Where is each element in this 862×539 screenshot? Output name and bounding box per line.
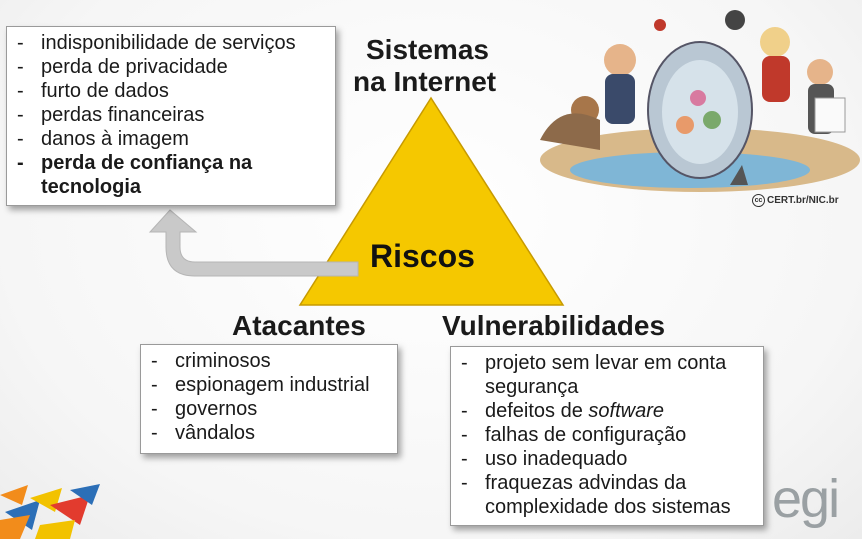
cartoon-illustration (540, 10, 860, 192)
center-label: Riscos (370, 238, 475, 274)
list-item: perda de privacidade (7, 55, 335, 79)
consequences-box: indisponibilidade de serviços perda de p… (6, 26, 336, 206)
item-line-1: fraquezas advindas da (485, 472, 687, 494)
list-item: danos à imagem (7, 127, 335, 151)
list-item: criminosos (141, 349, 397, 373)
egi-logo: egi (772, 469, 840, 529)
risk-triangle (298, 96, 565, 306)
item-line-1: projeto sem levar em conta (485, 352, 727, 374)
creative-commons-icon: cc (752, 194, 765, 207)
list-item: defeitos de software (451, 399, 763, 423)
list-item: projeto sem levar em conta segurança (451, 351, 763, 399)
vulnerabilities-heading: Vulnerabilidades (442, 310, 666, 341)
list-item: espionagem industrial (141, 373, 397, 397)
item-line-2: complexidade dos sistemas (485, 496, 731, 518)
bold-item-line-1: perda de confiança na (41, 152, 253, 174)
list-item: vândalos (141, 421, 397, 445)
item-line-2: segurança (485, 376, 579, 398)
list-item: indisponibilidade de serviços (7, 31, 335, 55)
list-item: uso inadequado (451, 447, 763, 471)
corner-logo (0, 484, 100, 539)
attackers-heading: Atacantes (232, 310, 366, 341)
list-item: perdas financeiras (7, 103, 335, 127)
attackers-box: criminosos espionagem industrial governo… (140, 344, 398, 454)
list-item: perda de confiança na tecnologia (7, 151, 335, 199)
item-emphasis: software (588, 400, 665, 422)
list-item: fraquezas advindas da complexidade dos s… (451, 471, 763, 519)
list-item: falhas de configuração (451, 423, 763, 447)
title-line-2: na Internet (353, 66, 497, 97)
list-item: governos (141, 397, 397, 421)
list-item: furto de dados (7, 79, 335, 103)
item-text: defeitos de (485, 400, 583, 422)
title-line-1: Sistemas (366, 34, 489, 65)
vulnerabilities-box: projeto sem levar em conta segurança def… (450, 346, 764, 526)
left-arrow (148, 209, 359, 277)
credit-text: CERT.br/NIC.br (767, 195, 839, 207)
bold-item-line-2: tecnologia (41, 176, 142, 198)
